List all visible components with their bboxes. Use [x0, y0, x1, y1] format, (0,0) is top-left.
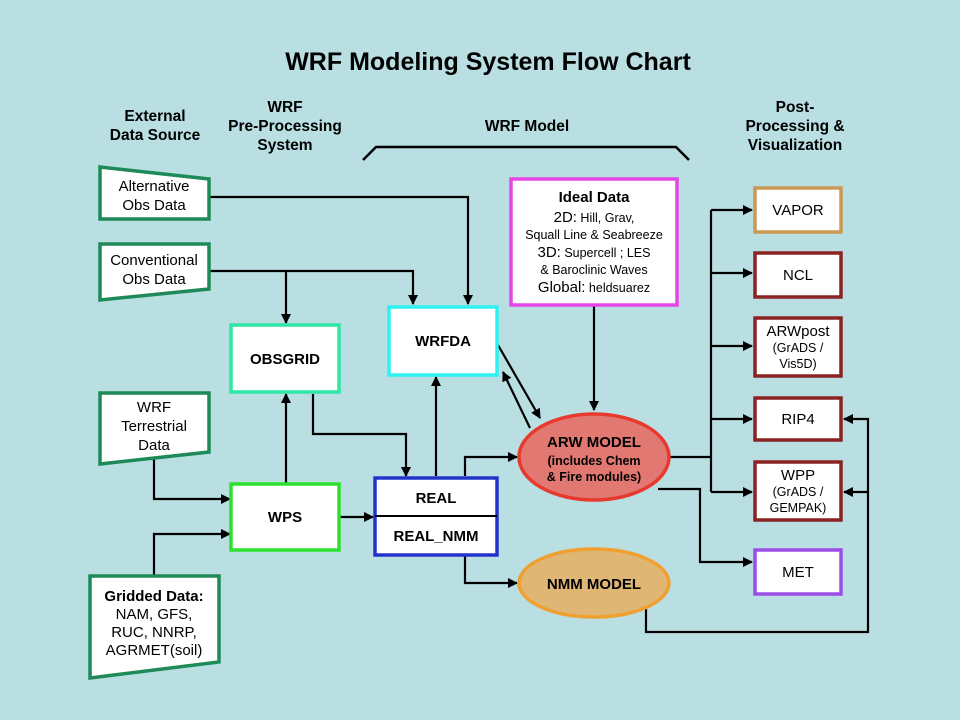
conv-obs-box	[98, 242, 211, 302]
svg-text:Data Source: Data Source	[110, 127, 201, 144]
post-arwpost: ARWpost (GrADS / Vis5D)	[753, 316, 843, 378]
svg-text:External: External	[124, 108, 185, 125]
arrow-altobs-to-wrfda	[209, 195, 473, 305]
svg-text:AGRMET(soil): AGRMET(soil)	[106, 642, 203, 659]
arrow-nmm-to-rip4	[644, 414, 870, 634]
alt-obs-box	[98, 165, 211, 221]
node-real: REAL REAL_NMM	[373, 476, 499, 557]
arrow-real-to-arw	[463, 452, 518, 476]
node-wrfda: WRFDA	[387, 305, 499, 377]
svg-text:WPP: WPP	[781, 467, 815, 484]
node-nmm-model: NMM MODEL	[517, 547, 671, 619]
post-ncl: NCL	[753, 251, 843, 299]
svg-text:System: System	[257, 137, 312, 154]
svg-text:Squall Line & Seabreeze: Squall Line & Seabreeze	[525, 228, 663, 242]
svg-text:ARW MODEL: ARW MODEL	[547, 434, 641, 451]
svg-text:Visualization: Visualization	[748, 137, 842, 154]
svg-text:MET: MET	[782, 564, 814, 581]
arrow-arw-to-met	[658, 487, 753, 567]
source-alternative-obs: Alternative Obs Data	[98, 165, 211, 221]
source-wrf-terrestrial: WRF Terrestrial Data	[98, 391, 211, 466]
header-wrf-model: WRF Model	[485, 118, 569, 135]
svg-text:WRFDA: WRFDA	[415, 333, 471, 350]
terrestrial-box	[98, 391, 211, 466]
svg-text:Processing &: Processing &	[745, 118, 844, 135]
svg-text:(GrADS /: (GrADS /	[773, 341, 824, 355]
real-nmm-label: REAL_NMM	[394, 528, 479, 545]
post-wpp: WPP (GrADS / GEMPAK)	[753, 460, 843, 522]
post-rip4: RIP4	[753, 396, 843, 442]
source-gridded-data: Gridded Data: NAM, GFS, RUC, NNRP, AGRME…	[88, 574, 221, 680]
node-arw-model: ARW MODEL (includes Chem & Fire modules)	[517, 412, 671, 502]
svg-text:Data: Data	[138, 437, 170, 454]
svg-text:Pre-Processing: Pre-Processing	[228, 118, 342, 135]
post-met: MET	[753, 548, 843, 596]
header-pre-processing-system: WRF Pre-Processing System	[228, 99, 342, 154]
svg-text:Obs Data: Obs Data	[122, 197, 186, 214]
node-ideal-data: Ideal Data 2D: Hill, Grav, Squall Line &…	[509, 177, 679, 307]
svg-text:2D: Hill, Grav,: 2D: Hill, Grav,	[554, 209, 635, 226]
svg-text:ARWpost: ARWpost	[766, 323, 830, 340]
real-label: REAL	[416, 490, 457, 507]
svg-text:Post-: Post-	[776, 99, 815, 116]
arrow-terrestrial-to-wps	[152, 458, 231, 504]
flow-arrows	[152, 195, 870, 634]
svg-text:Obs Data: Obs Data	[122, 271, 186, 288]
gridded-box	[88, 574, 221, 680]
svg-text:Vis5D): Vis5D)	[779, 357, 816, 371]
arrow-realnmm-to-nmm	[463, 556, 518, 588]
svg-text:NCL: NCL	[783, 267, 813, 284]
svg-text:(GrADS /: (GrADS /	[773, 485, 824, 499]
svg-text:Ideal Data: Ideal Data	[559, 189, 631, 206]
svg-text:NMM MODEL: NMM MODEL	[547, 576, 641, 593]
svg-text:Gridded Data:: Gridded Data:	[104, 588, 203, 605]
svg-text:Terrestrial: Terrestrial	[121, 418, 187, 435]
svg-text:& Baroclinic Waves: & Baroclinic Waves	[540, 263, 647, 277]
svg-text:WRF: WRF	[137, 399, 171, 416]
svg-text:VAPOR: VAPOR	[772, 202, 824, 219]
svg-text:(includes Chem: (includes Chem	[547, 454, 640, 468]
svg-text:Global: heldsuarez: Global: heldsuarez	[538, 279, 650, 296]
svg-text:RUC, NNRP,: RUC, NNRP,	[111, 624, 197, 641]
svg-text:RIP4: RIP4	[781, 411, 814, 428]
arrow-obsgrid-to-real	[311, 394, 411, 477]
arrow-arw-to-wrfda	[502, 371, 531, 429]
node-wps: WPS	[229, 482, 341, 552]
wrf-model-bracket	[362, 145, 690, 161]
svg-text:3D: Supercell ; LES: 3D: Supercell ; LES	[538, 244, 651, 261]
source-conventional-obs: Conventional Obs Data	[98, 242, 211, 302]
page-title: WRF Modeling System Flow Chart	[285, 48, 691, 76]
header-post-processing: Post- Processing & Visualization	[745, 99, 844, 154]
post-vapor: VAPOR	[753, 186, 843, 234]
svg-text:NAM, GFS,: NAM, GFS,	[116, 606, 193, 623]
node-obsgrid: OBSGRID	[229, 323, 341, 394]
arrow-gridded-to-wps	[152, 529, 231, 576]
arrow-convobs-to-wrfda	[209, 269, 418, 305]
svg-text:WRF: WRF	[267, 99, 302, 116]
svg-text:Conventional: Conventional	[110, 252, 198, 269]
svg-text:Alternative: Alternative	[119, 178, 190, 195]
header-external-data-source: External Data Source	[110, 108, 201, 144]
arrow-wrfda-to-arw	[497, 344, 541, 419]
svg-text:OBSGRID: OBSGRID	[250, 351, 320, 368]
svg-text:GEMPAK): GEMPAK)	[770, 501, 827, 515]
svg-text:WPS: WPS	[268, 509, 302, 526]
svg-text:& Fire modules): & Fire modules)	[547, 470, 641, 484]
